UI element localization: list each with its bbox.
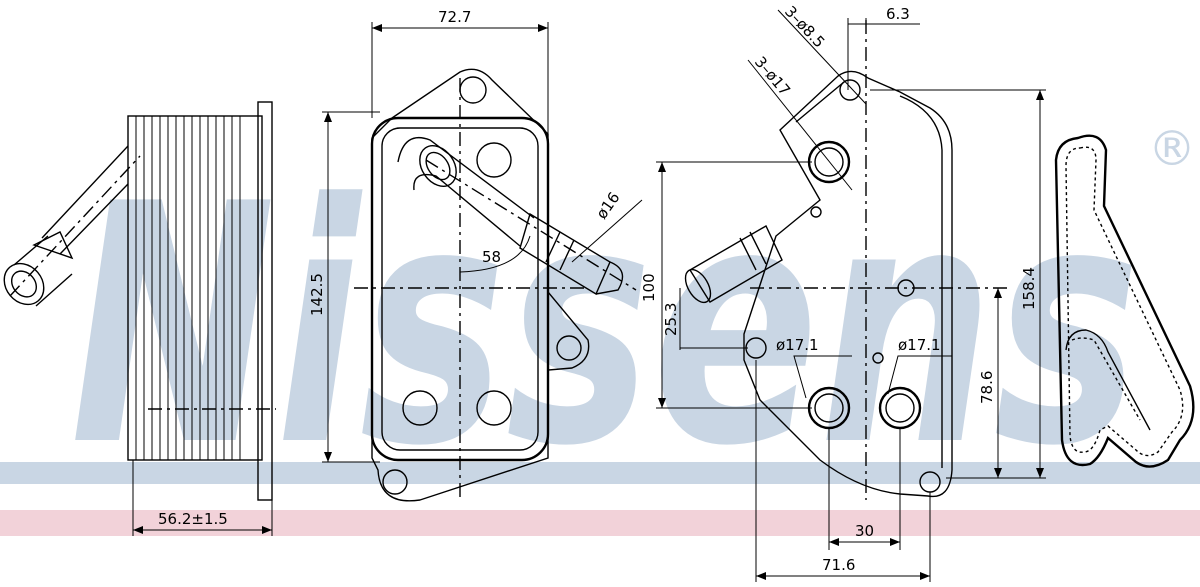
width-top-dimension: 72.7 xyxy=(371,8,549,134)
height-right-label: 78.6 xyxy=(978,371,996,404)
angle-dimension: 58 xyxy=(459,235,531,273)
offset-top-dimension: 6.3 xyxy=(847,5,920,90)
spacing-h-dimension: 30 xyxy=(828,428,901,550)
watermark-text: Nissens xyxy=(70,134,1140,518)
flange-outline xyxy=(371,68,590,502)
width-top-label: 72.7 xyxy=(438,8,471,26)
width-bottom-label: 71.6 xyxy=(822,556,855,574)
holes-large-label: 3–ø17 xyxy=(751,53,794,99)
height-front-dimension: 142.5 xyxy=(308,111,380,463)
height-total-label: 158.4 xyxy=(1020,267,1038,310)
side-view: 56.2±1.5 xyxy=(3,101,276,536)
rear-pipe xyxy=(684,225,783,304)
spacing-v-dimension: 100 xyxy=(640,161,812,409)
rear-outline xyxy=(743,70,953,498)
width-bottom-dimension: 71.6 xyxy=(755,360,931,582)
height-right-dimension: 78.6 xyxy=(946,288,1002,479)
registered-mark: ® xyxy=(1148,121,1196,177)
rear-view: 6.3 3–ø8.5 3–ø17 158.4 100 25.3 ø xyxy=(640,2,1046,582)
bore-callouts: ø17.1 ø17.1 xyxy=(776,336,952,399)
spacing-v-label: 100 xyxy=(640,273,658,302)
front-view: 72.7 142.5 58 ø16 xyxy=(308,8,643,502)
depth-label: 56.2±1.5 xyxy=(158,510,228,528)
gasket xyxy=(1054,134,1195,468)
fin-stack xyxy=(127,101,276,501)
bore-left-label: ø17.1 xyxy=(776,336,819,354)
front-pipe xyxy=(397,136,637,296)
holes-small-label: 3–ø8.5 xyxy=(781,2,828,51)
side-pipe xyxy=(3,145,141,307)
angle-label: 58 xyxy=(482,248,501,266)
height-front-label: 142.5 xyxy=(308,273,326,316)
offset-top-label: 6.3 xyxy=(886,5,910,23)
bore-right-label: ø17.1 xyxy=(898,336,941,354)
depth-dimension: 56.2±1.5 xyxy=(132,460,273,536)
offset-left-label: 25.3 xyxy=(662,303,680,336)
spacing-h-label: 30 xyxy=(855,522,874,540)
offset-left-dimension: 25.3 xyxy=(662,288,748,350)
red-band xyxy=(0,510,1200,536)
